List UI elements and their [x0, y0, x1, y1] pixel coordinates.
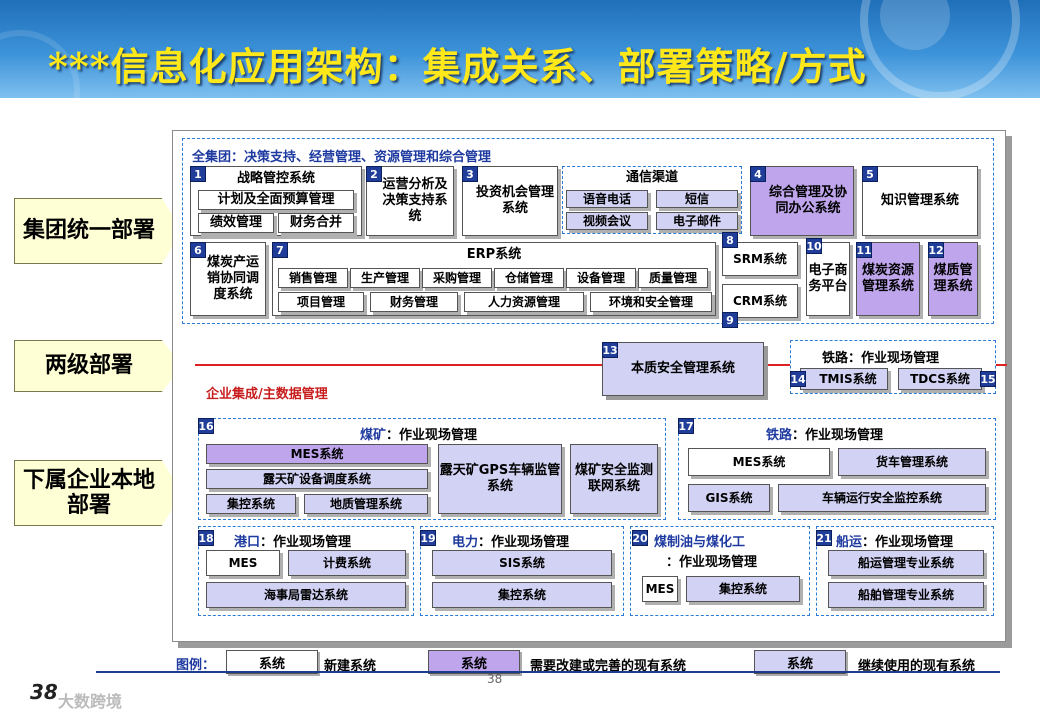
badge-16: 16	[198, 418, 214, 434]
header-banner: ***信息化应用架构：集成关系、部署策略/方式	[0, 0, 1040, 98]
erp-module: 销售管理	[278, 268, 348, 288]
badge-8: 8	[722, 232, 738, 248]
erp-module: 人力资源管理	[464, 292, 584, 312]
badge-6: 6	[190, 242, 206, 258]
erp-module: 采购管理	[422, 268, 492, 288]
erp-module: 财务管理	[370, 292, 458, 312]
mine-safety-box: 煤矿安全监测联网系统	[570, 444, 658, 514]
label-local-text: 下属企业本地部署	[15, 468, 163, 519]
rail-local-heading-a: 铁路	[766, 428, 792, 443]
geology-box: 地质管理系统	[304, 494, 428, 514]
coal-oil-heading-a: 煤制油与煤化工	[654, 531, 745, 550]
watermark-text: 大数跨境	[58, 688, 122, 712]
port-heading: 港口：作业现场管理	[234, 531, 351, 550]
label-local-deployment: 下属企业本地部署	[14, 460, 182, 526]
coal-oil-heading-b: ：作业现场管理	[666, 551, 757, 570]
coal-mine-heading-a: 煤矿	[360, 428, 386, 443]
badge-13: 13	[602, 342, 618, 358]
erp-module: 项目管理	[278, 292, 364, 312]
safety-management-box: 本质安全管理系统	[602, 342, 764, 396]
badge-1: 1	[190, 166, 206, 182]
erp-module: 质量管理	[638, 268, 708, 288]
badge-21: 21	[816, 530, 832, 546]
port-heading-a: 港口	[234, 535, 260, 550]
coal-mine-heading-b: ：作业现场管理	[386, 428, 477, 443]
billing-box: 计费系统	[288, 550, 406, 576]
erp-module: 环境和安全管理	[590, 292, 712, 312]
label-two-level-text: 两级部署	[45, 353, 133, 378]
badge-4: 4	[750, 166, 766, 182]
mine-central-control-box: 集控系统	[206, 494, 296, 514]
port-mes-box: MES	[206, 550, 280, 576]
knowledge-box: 知识管理系统	[862, 166, 978, 236]
vehicle-safety-box: 车辆运行安全监控系统	[778, 484, 986, 512]
label-two-level: 两级部署	[14, 340, 182, 392]
rail-gis-box: GIS系统	[688, 484, 770, 512]
slide-number: 38	[30, 680, 58, 704]
comm-channels-title: 通信渠道	[562, 170, 742, 186]
badge-19: 19	[420, 530, 436, 546]
open-pit-dispatch-box: 露天矿设备调度系统	[206, 469, 428, 489]
badge-10: 10	[806, 238, 822, 254]
badge-20: 20	[632, 530, 648, 546]
label-group-text: 集团统一部署	[23, 218, 155, 243]
rail-local-heading: 铁路：作业现场管理	[766, 424, 883, 443]
shipping-pro-box: 船运管理专业系统	[828, 550, 984, 576]
rail-two-level-heading: 铁路：作业现场管理	[822, 347, 939, 366]
radar-box: 海事局雷达系统	[206, 582, 406, 608]
shipping-heading: 船运：作业现场管理	[836, 531, 953, 550]
strategy-title: 战略管控系统	[237, 171, 315, 187]
rail-local-heading-b: ：作业现场管理	[792, 428, 883, 443]
erp-module: 设备管理	[566, 268, 636, 288]
tmis-box: TMIS系统	[800, 368, 888, 390]
voice-box: 语音电话	[566, 190, 648, 208]
finance-merge-box: 财务合并	[278, 213, 354, 233]
badge-17: 17	[678, 418, 694, 434]
video-box: 视频会议	[566, 212, 648, 230]
page-number: 38	[487, 672, 502, 686]
badge-12: 12	[928, 242, 944, 258]
badge-18: 18	[198, 530, 214, 546]
freight-box: 货车管理系统	[838, 448, 986, 476]
erp-module: 生产管理	[350, 268, 420, 288]
sis-box: SIS系统	[432, 550, 612, 576]
mine-mes-box: MES系统	[206, 444, 428, 464]
port-heading-b: ：作业现场管理	[260, 535, 351, 550]
badge-2: 2	[366, 166, 382, 182]
oil-central-control-box: 集控系统	[686, 576, 800, 602]
tdcs-box: TDCS系统	[898, 368, 982, 390]
gps-box: 露天矿GPS车辆监管系统	[438, 444, 562, 514]
badge-14: 14	[790, 371, 806, 387]
label-group-deployment: 集团统一部署	[14, 198, 182, 264]
badge-7: 7	[272, 242, 288, 258]
sms-box: 短信	[656, 190, 738, 208]
power-heading-b: ：作业现场管理	[478, 535, 569, 550]
erp-module: 仓储管理	[494, 268, 564, 288]
power-heading-a: 电力	[452, 535, 478, 550]
budget-box: 计划及全面预算管理	[198, 190, 354, 210]
rail-mes-box: MES系统	[688, 448, 830, 476]
shipping-heading-a: 船运	[836, 535, 862, 550]
shipping-heading-b: ：作业现场管理	[862, 535, 953, 550]
vessel-pro-box: 船舶管理专业系统	[828, 582, 984, 608]
footer-line	[96, 671, 1000, 673]
badge-11: 11	[856, 242, 872, 258]
performance-box: 绩效管理	[198, 213, 274, 233]
badge-15: 15	[980, 371, 996, 387]
oil-mes-box: MES	[642, 576, 678, 602]
badge-5: 5	[862, 166, 878, 182]
erp-title: ERP系统	[467, 247, 521, 263]
enterprise-integration-note: 企业集成/主数据管理	[206, 383, 328, 402]
badge-3: 3	[462, 166, 478, 182]
power-heading: 电力：作业现场管理	[452, 531, 569, 550]
badge-9: 9	[722, 312, 738, 328]
power-central-control-box: 集控系统	[432, 582, 612, 608]
coal-mine-heading: 煤矿：作业现场管理	[360, 424, 477, 443]
email-box: 电子邮件	[656, 212, 738, 230]
group-heading: 全集团：决策支持、经营管理、资源管理和综合管理	[192, 146, 491, 165]
slide-title: ***信息化应用架构：集成关系、部署策略/方式	[48, 36, 867, 91]
